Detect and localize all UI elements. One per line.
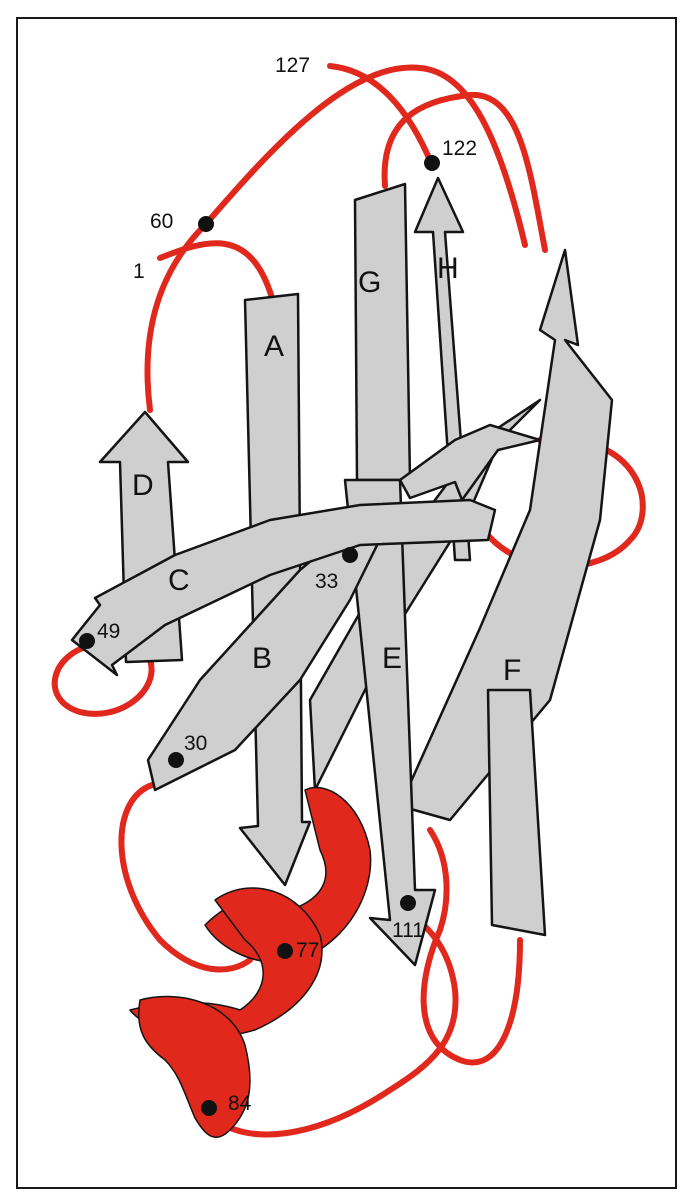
strand-f-stem <box>486 688 547 937</box>
residue-label-111: 111 <box>392 919 424 942</box>
residue-label-30: 30 <box>184 732 207 755</box>
coil-loop-49 <box>51 642 155 717</box>
coil-loop-84 <box>212 917 459 1138</box>
strand-e-arrow <box>308 398 542 792</box>
coil-loop-60-top <box>144 64 528 413</box>
strand-f-arrow <box>398 248 614 822</box>
strand-label-g: G <box>358 266 381 299</box>
residue-label-49: 49 <box>97 620 120 643</box>
residue-marker-30 <box>168 752 184 768</box>
strand-label-a: A <box>264 330 284 363</box>
residue-label-84: 84 <box>228 1092 252 1115</box>
strand-label-c: C <box>168 564 190 597</box>
helix-ribbon-bottom <box>138 995 251 1139</box>
strand-label-b: B <box>252 642 272 675</box>
coil-n-terminus-to-a <box>157 240 275 301</box>
strand-label-e: E <box>382 642 402 675</box>
coil-loop-to-f <box>381 91 548 253</box>
strand-label-h: H <box>437 252 459 285</box>
residue-marker-60 <box>198 216 214 232</box>
strand-e-stem <box>343 478 437 967</box>
residue-label-127: 127 <box>275 54 310 77</box>
residue-marker-49 <box>79 633 95 649</box>
strand-a-arrow <box>238 292 312 887</box>
residue-label-77: 77 <box>296 939 319 962</box>
strand-label-f: F <box>503 654 521 687</box>
strand-g-arrow <box>353 182 412 482</box>
residue-marker-77 <box>277 943 293 959</box>
residue-marker-84 <box>201 1100 217 1116</box>
strand-c-arrow <box>70 498 497 677</box>
residue-marker-122 <box>424 155 440 171</box>
strand-b-arrow <box>146 513 394 792</box>
residue-label-60: 60 <box>150 210 173 233</box>
residue-marker-111 <box>400 895 416 911</box>
coil-loop-30-down <box>118 782 253 973</box>
coil-c-terminus <box>327 63 435 168</box>
strand-h-upper-bridge <box>398 423 542 502</box>
residue-marker-33 <box>342 547 358 563</box>
residue-label-1: 1 <box>133 260 145 283</box>
coil-loop-111 <box>420 827 523 1066</box>
figure-frame <box>16 17 677 1189</box>
strand-label-d: D <box>132 469 154 502</box>
residue-label-122: 122 <box>442 137 477 160</box>
residue-label-33: 33 <box>315 570 338 593</box>
